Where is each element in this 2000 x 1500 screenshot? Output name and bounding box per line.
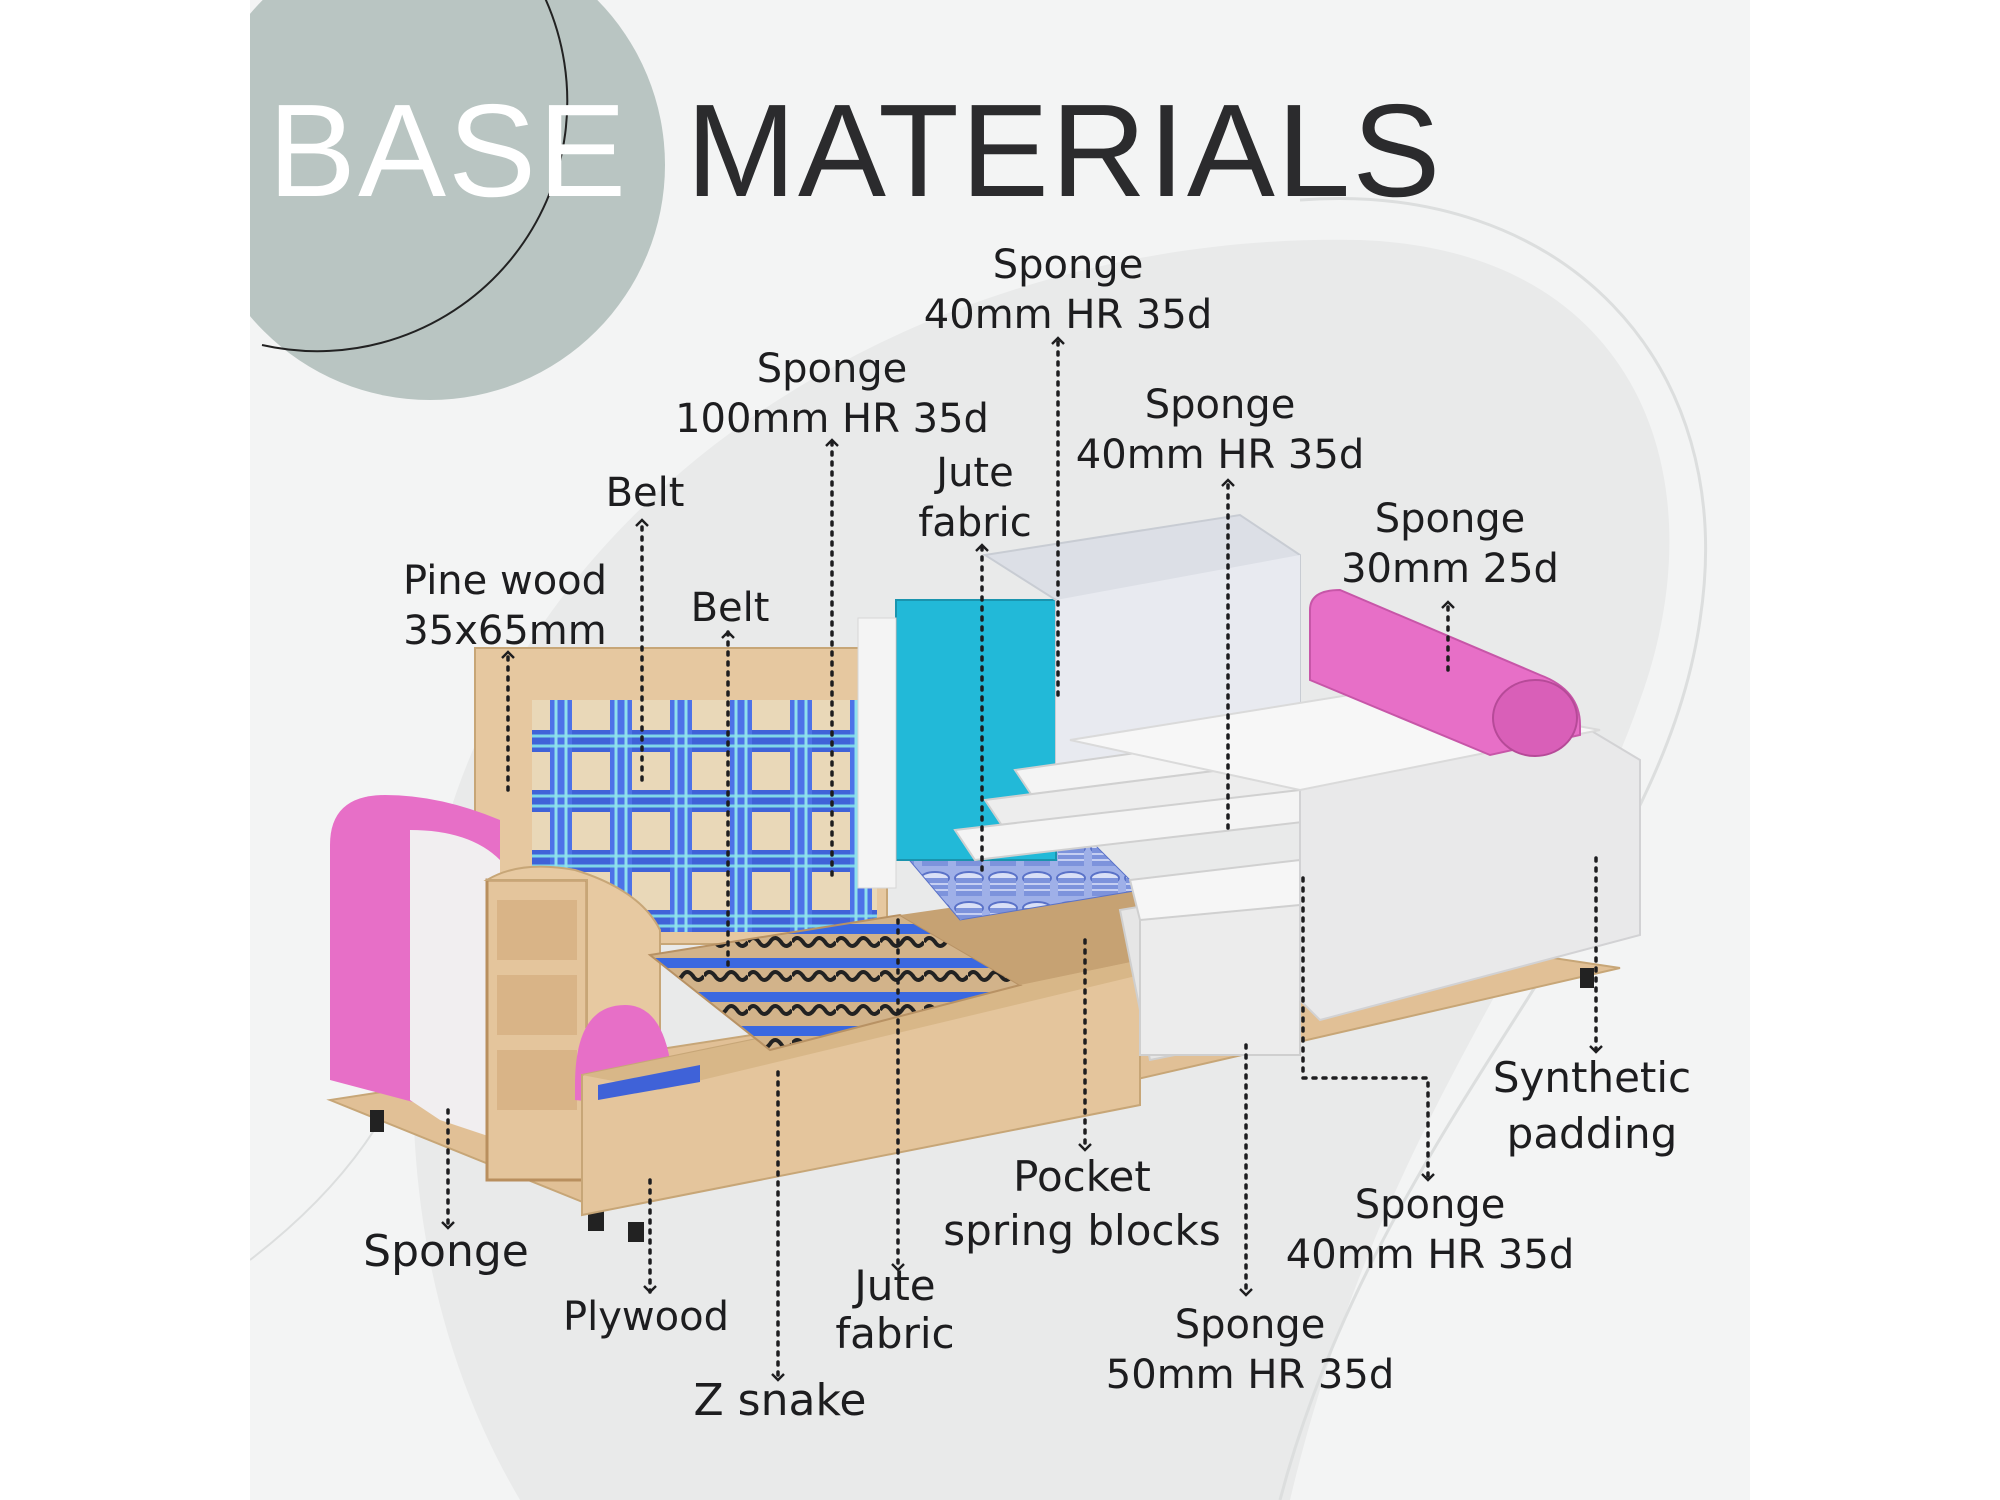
label-sponge-50-line1: Sponge: [1174, 1302, 1326, 1348]
label-synthetic: Synthetic padding: [1493, 1050, 1691, 1162]
leader-sponge-40-low: [1301, 876, 1435, 1182]
label-jute-upper: Jute fabric: [918, 448, 1032, 548]
label-pine-wood: Pine wood 35x65mm: [403, 556, 607, 656]
label-sponge-50: Sponge 50mm HR 35d: [1106, 1300, 1394, 1400]
title-materials: MATERIALS: [686, 77, 1443, 224]
label-sponge-40-low: Sponge 40mm HR 35d: [1286, 1180, 1574, 1280]
label-sponge-40-low-line2: 40mm HR 35d: [1285, 1232, 1575, 1278]
label-plywood-line1: Plywood: [563, 1294, 729, 1340]
label-sponge-40-mid-line1: Sponge: [1144, 382, 1296, 428]
label-sponge-40-top-line1: Sponge: [992, 242, 1144, 288]
label-synthetic-line2: padding: [1506, 1109, 1678, 1158]
label-jute-lower: Jute fabric: [835, 1262, 954, 1358]
label-belt-upper-line1: Belt: [605, 470, 685, 516]
label-z-snake-line1: Z snake: [693, 1375, 867, 1426]
label-sponge-40-top-line2: 40mm HR 35d: [923, 292, 1213, 338]
label-belt-lower-line1: Belt: [690, 585, 770, 631]
label-sponge-50-line2: 50mm HR 35d: [1105, 1352, 1395, 1398]
label-pocket: Pocket spring blocks: [943, 1150, 1220, 1258]
label-jute-lower-line1: Jute: [854, 1261, 936, 1310]
label-sponge-40-mid-line2: 40mm HR 35d: [1075, 432, 1365, 478]
label-sponge-left: Sponge: [363, 1226, 529, 1278]
label-sponge-30-line1: Sponge: [1374, 496, 1526, 542]
label-sponge-30: Sponge 30mm 25d: [1341, 494, 1559, 594]
label-sponge-40-top: Sponge 40mm HR 35d: [924, 240, 1212, 340]
label-sponge-100-line1: Sponge: [756, 346, 908, 392]
label-sponge-30-line2: 30mm 25d: [1341, 546, 1559, 592]
label-pocket-line1: Pocket: [1013, 1152, 1151, 1201]
label-sponge-left-line1: Sponge: [363, 1226, 529, 1277]
label-pocket-line2: spring blocks: [943, 1206, 1221, 1255]
label-sponge-40-low-line1: Sponge: [1354, 1182, 1506, 1228]
label-pine-wood-line2: 35x65mm: [403, 608, 607, 654]
label-jute-lower-line2: fabric: [835, 1309, 955, 1358]
label-synthetic-line1: Synthetic: [1492, 1053, 1692, 1102]
label-sponge-100-line2: 100mm HR 35d: [675, 396, 989, 442]
label-sponge-40-mid: Sponge 40mm HR 35d: [1076, 380, 1364, 480]
title-base: BASE: [268, 77, 629, 224]
label-pine-wood-line1: Pine wood: [402, 558, 608, 604]
label-jute-upper-line1: Jute: [936, 450, 1014, 496]
label-plywood: Plywood: [563, 1292, 729, 1342]
label-sponge-100: Sponge 100mm HR 35d: [675, 344, 989, 444]
label-z-snake: Z snake: [694, 1376, 867, 1426]
label-jute-upper-line2: fabric: [918, 500, 1032, 546]
label-belt-lower: Belt: [691, 583, 770, 633]
label-belt-upper: Belt: [606, 468, 685, 518]
